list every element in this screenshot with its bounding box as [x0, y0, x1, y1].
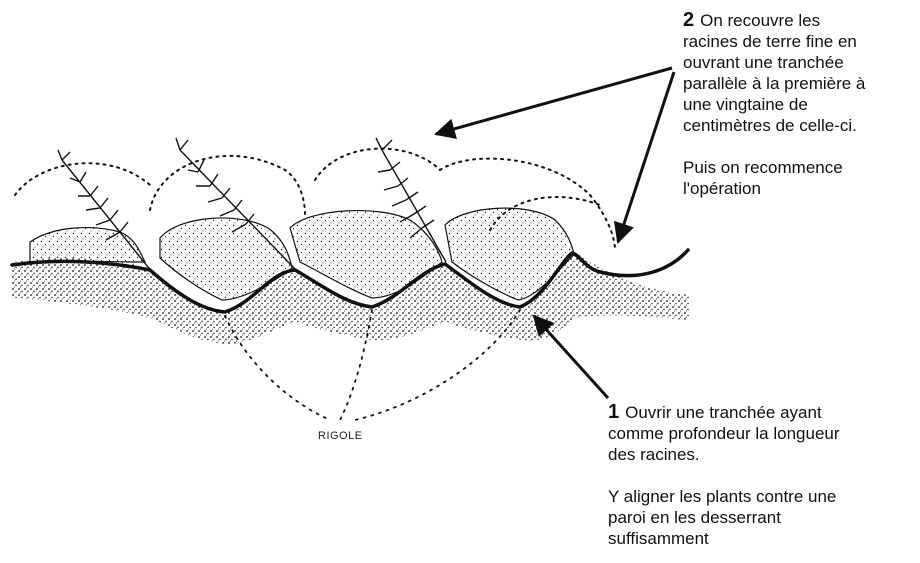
step-2-number: 2	[683, 9, 694, 31]
arrow-step2-to-restart	[618, 72, 674, 242]
step-2-followup: Puis on recommence l'opération	[683, 157, 913, 199]
arrow-step1-to-trench	[534, 316, 608, 398]
trench-label: RIGOLE	[318, 430, 363, 442]
step-1-number: 1	[608, 401, 619, 423]
step-1-followup: Y aligner les plants contre une paroi en…	[608, 486, 908, 549]
step-2-description: On recouvre les racines de terre fine en…	[683, 11, 865, 135]
step-1-description: Ouvrir une tranchée ayant comme profonde…	[608, 403, 840, 464]
arrow-step2-to-arcs	[436, 68, 672, 134]
mound-1	[30, 228, 145, 262]
